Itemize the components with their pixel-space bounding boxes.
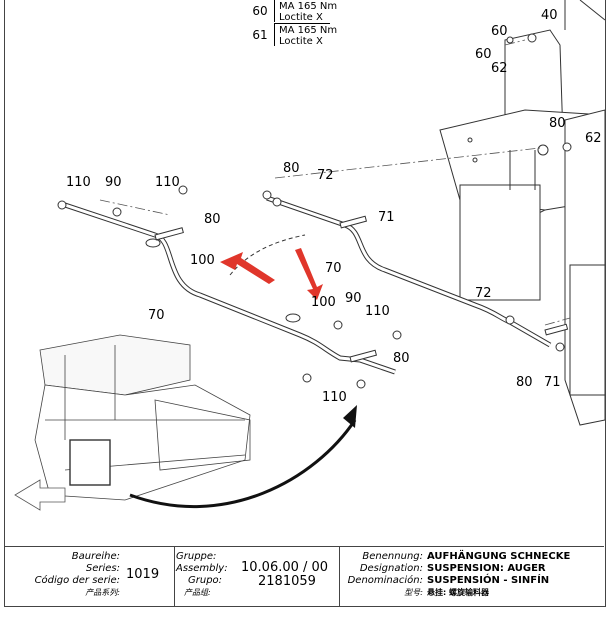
red-direction-arrows [220,248,323,300]
designation-labels: Benennung: Designation: Denominación: 型号… [347,551,423,597]
reference-arrow [129,419,357,509]
callout-62: 62 [491,61,508,76]
callout-80: 80 [393,351,410,366]
callout-80: 80 [549,116,566,131]
callout-90: 90 [345,291,362,306]
callout-100: 100 [311,295,336,310]
torque-position: 61 [252,28,268,42]
callout-110: 110 [155,175,180,190]
callout-62: 62 [585,131,602,146]
paver-machine-sketch [14,334,251,511]
designation-es: SUSPENSIÓN - SINFÍN [427,575,550,586]
designation-de: AUFHÄNGUNG SCHNECKE [427,551,571,562]
group-value: 2181059 [258,574,316,589]
alignment-lines [99,39,571,326]
title-block: Baureihe: Series: Código der serie: 产品系列… [4,546,604,607]
callout-70: 70 [325,261,342,276]
callout-100: 100 [190,253,215,268]
series-value: 1019 [126,567,160,582]
assembly-value: 10.06.00 / 00 [241,560,329,575]
series-labels: Baureihe: Series: Código der serie: 产品系列… [34,551,120,597]
callout-40: 40 [541,8,558,23]
group-labels: Gruppe: Assembly: Grupo: 产品组: [176,551,228,597]
designation-cn: 悬挂: 螺旋输料器 [427,588,489,597]
callout-71: 71 [378,210,395,225]
callout-110: 110 [66,175,91,190]
callout-110: 110 [322,390,347,405]
exploded-parts-drawing [14,0,605,511]
auger-frame-structure [439,0,605,426]
spring-clips [145,234,306,323]
callout-80: 80 [283,161,300,176]
callout-60-side: 60 [475,47,492,62]
callout-72: 72 [475,286,492,301]
callout-70: 70 [148,308,165,323]
callout-80: 80 [204,212,221,227]
callout-71: 71 [544,375,561,390]
callout-110: 110 [365,304,390,319]
callout-80: 80 [516,375,533,390]
callout-60: 60 [491,24,508,39]
designation-en: SUSPENSION: AUGER [427,563,546,574]
callout-72: 72 [317,168,334,183]
fasteners [57,33,572,389]
callout-90: 90 [105,175,122,190]
torque-position: 60 [252,4,268,18]
